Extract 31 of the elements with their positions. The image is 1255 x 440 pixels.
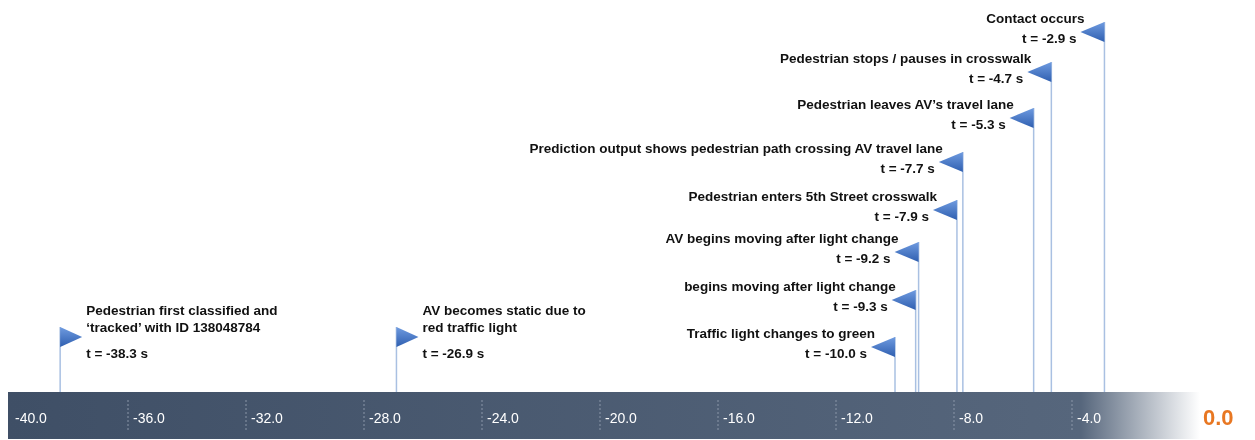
event-label: Pedestrian stops / pauses in crosswalk [780, 50, 1032, 67]
time-label: t = -7.9 s [874, 208, 929, 225]
axis-end-label: 0.0 [1203, 405, 1234, 431]
tick-label: -20.0 [605, 410, 637, 426]
event-label: AV begins moving after light change [665, 230, 899, 247]
time-label: t = -10.0 s [805, 345, 867, 362]
event-label: AV becomes static due to red traffic light [422, 302, 587, 336]
tick-label: -8.0 [959, 410, 984, 426]
time-label: t = -38.3 s [86, 345, 149, 362]
event-label: Pedestrian first classified and ‘tracked’ with ID 138048784 [86, 302, 279, 336]
tick-label: -32.0 [251, 410, 283, 426]
time-label: t = -4.7 s [968, 70, 1024, 87]
time-label: t = -26.9 s [422, 345, 485, 362]
event-label: Pedestrian enters 5th Street crosswalk [688, 188, 937, 205]
time-label: t = -5.3 s [951, 116, 1006, 133]
time-label: t = -7.7 s [880, 160, 935, 177]
tick-label: -28.0 [369, 410, 401, 426]
event-label: Prediction output shows pedestrian path crossing AV travel lane [529, 140, 943, 157]
event-label: begins moving after light change [684, 278, 896, 295]
tick-label: -4.0 [1077, 410, 1102, 426]
time-label: t = -2.9 s [1022, 30, 1077, 47]
time-label: t = -9.3 s [833, 298, 888, 315]
event-label: Contact occurs [986, 10, 1085, 27]
tick-label: -40.0 [15, 410, 47, 426]
tick-label: -16.0 [723, 410, 755, 426]
event-label: Traffic light changes to green [686, 325, 875, 342]
time-label: t = -9.2 s [836, 250, 891, 267]
tick-label: -24.0 [487, 410, 519, 426]
tick-label: -12.0 [841, 410, 873, 426]
tick-label: -36.0 [133, 410, 165, 426]
event-label: Pedestrian leaves AV’s travel lane [797, 96, 1014, 113]
